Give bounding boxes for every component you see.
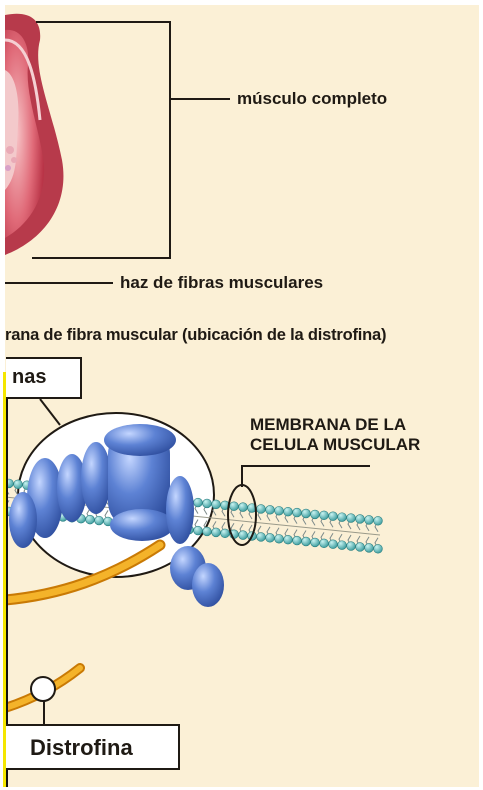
lipid-head [338,541,347,550]
lipid-head [374,544,383,553]
lipid-head [374,516,383,525]
lipid-head [356,543,365,552]
membrane-leader-line [242,466,370,487]
lipid-head [266,505,275,514]
lipid-head [356,515,365,524]
lipid-head [212,528,221,537]
lipid-head [302,537,311,546]
lipid-head [347,542,356,551]
lipid-head [257,505,266,514]
lipid-head [239,531,248,540]
lipid-head [284,507,293,516]
lipid-head [239,503,248,512]
lipid-head [275,534,284,543]
fiber-membrane-label: rana de fibra muscular (ubicación de la … [5,326,386,345]
lipid-head [338,513,347,522]
lipid-head [311,510,320,519]
lipid-head [194,526,203,535]
lipid-head [347,514,356,523]
dystrophin-label-box: Distrofina [6,724,180,770]
muscle-bracket [32,22,230,258]
cell-membrane-label-line1: MEMBRANA DE LA [250,415,420,435]
lipid-head [203,527,212,536]
fiber-bundle-label: haz de fibras musculares [120,273,323,293]
lipid-head [266,533,275,542]
lipid-head [203,499,212,508]
lipid-head [14,480,23,489]
lipid-head [212,500,221,509]
proteins-pointer [40,399,60,425]
lipid-head [293,536,302,545]
cell-membrane-label: MEMBRANA DE LA CELULA MUSCULAR [250,415,420,455]
lipid-head [329,512,338,521]
lipid-head [329,540,338,549]
lipid-head [365,515,374,524]
lipid-head [194,498,203,507]
lipid-head [284,535,293,544]
lipid-head [230,502,239,511]
lipid-head [320,511,329,520]
dystrophin-pointer-circle [31,677,55,701]
lipid-head [86,515,95,524]
lipid-head [365,543,374,552]
lipid-head [221,529,230,538]
lipid-head [293,508,302,517]
cell-membrane-label-line2: CELULA MUSCULAR [250,435,420,455]
lipid-head [257,533,266,542]
lipid-head [302,509,311,518]
lipid-head [95,516,104,525]
whole-muscle-label: músculo completo [237,89,387,109]
whole-muscle-illustration [5,14,63,255]
lipid-head [275,506,284,515]
proteins-label-box: nas [6,357,82,399]
lipid-head [311,538,320,547]
lipid-head [320,539,329,548]
